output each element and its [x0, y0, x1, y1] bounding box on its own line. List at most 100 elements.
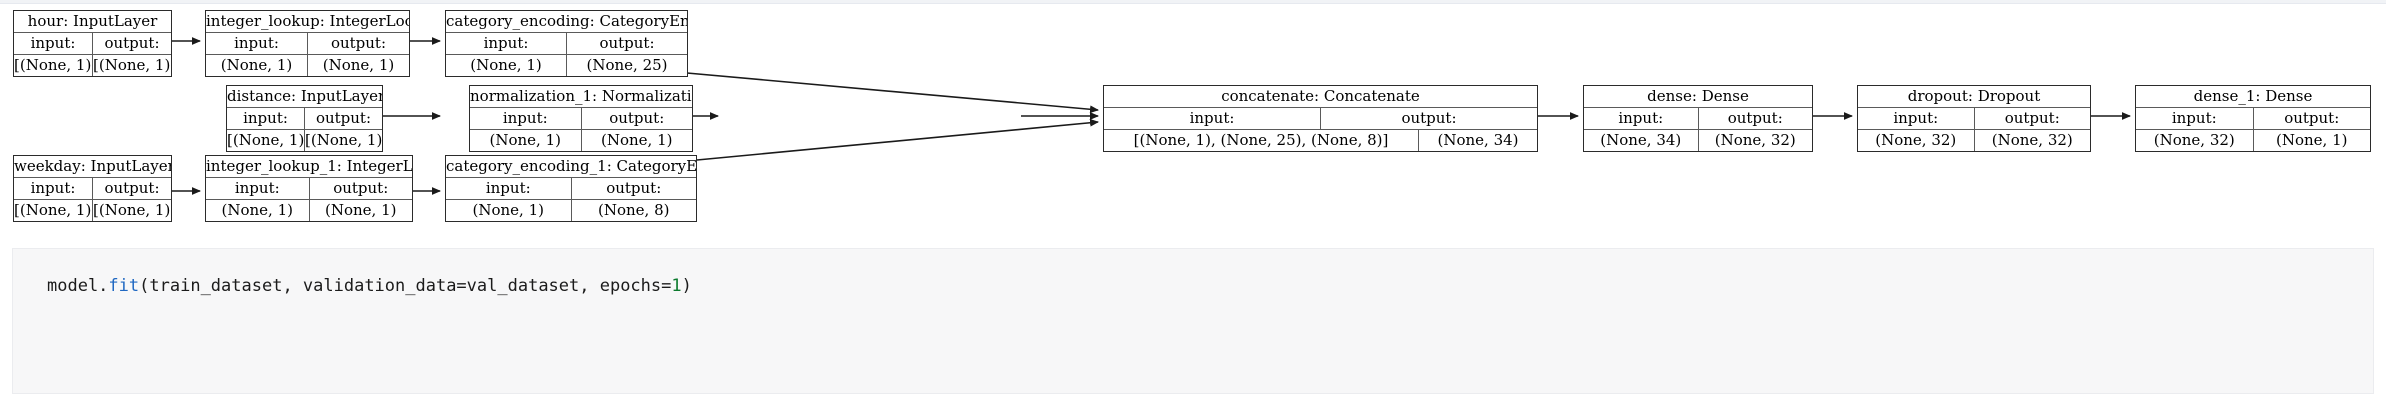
node-header-row: input: output:: [1104, 107, 1537, 130]
node-integer-lookup[interactable]: integer_lookup: IntegerLookup input: out…: [205, 10, 410, 77]
node-shape-row: (None, 32) (None, 32): [1858, 129, 2091, 151]
node-title: category_encoding: CategoryEncoding: [446, 11, 687, 33]
input-label: input:: [30, 178, 76, 197]
node-title: category_encoding_1: CategoryEncoding: [446, 156, 696, 178]
node-shape-row: (None, 34) (None, 32): [1584, 129, 1813, 151]
input-shape: [(None, 1)]: [14, 55, 92, 74]
node-title: weekday: InputLayer: [14, 156, 171, 178]
input-shape: (None, 1): [220, 55, 293, 74]
code-epochs-value: 1: [671, 276, 682, 296]
input-label: input:: [1189, 108, 1235, 127]
node-shape-row: [(None, 1)] [(None, 1)]: [227, 129, 382, 151]
input-shape: (None, 1): [470, 55, 542, 74]
node-header-row: input: output:: [14, 32, 171, 55]
node-shape-row: (None, 1) (None, 25): [446, 54, 687, 76]
input-label: input:: [234, 178, 280, 197]
output-label: output:: [1973, 107, 2091, 129]
code-line[interactable]: model.fit(train_dataset, validation_data…: [47, 275, 692, 297]
node-integer-lookup-1[interactable]: integer_lookup_1: IntegerLookup input: o…: [205, 155, 413, 222]
input-shape: (None, 32): [2153, 130, 2235, 149]
output-label: output:: [566, 32, 687, 54]
output-shape: (None, 1): [580, 129, 693, 151]
node-shape-row: (None, 1) (None, 1): [206, 54, 409, 76]
node-title: integer_lookup: IntegerLookup: [206, 11, 409, 33]
node-header-row: input: output:: [1858, 107, 2091, 130]
output-label: output:: [2252, 107, 2371, 129]
node-header-row: input: output:: [1584, 107, 1813, 130]
node-shape-row: [(None, 1), (None, 25), (None, 8)] (None…: [1104, 129, 1537, 151]
output-label: output:: [580, 107, 693, 129]
model-architecture-diagram: hour: InputLayer input: output: [(None, …: [13, 10, 2371, 222]
output-shape: (None, 1): [2252, 129, 2371, 151]
input-label: input:: [243, 108, 288, 127]
output-label: output:: [307, 32, 409, 54]
input-label: input:: [30, 33, 76, 52]
output-shape: (None, 34): [1418, 129, 1537, 151]
node-title: distance: InputLayer: [227, 86, 382, 108]
node-header-row: input: output:: [2136, 107, 2371, 130]
input-label: input:: [1618, 108, 1664, 127]
node-distance[interactable]: distance: InputLayer input: output: [(No…: [226, 85, 383, 152]
output-label: output:: [304, 107, 382, 129]
output-label: output:: [92, 32, 171, 54]
output-label: output:: [308, 177, 413, 199]
node-concatenate[interactable]: concatenate: Concatenate input: output: …: [1103, 85, 1538, 152]
node-header-row: input: output:: [446, 32, 687, 55]
output-label: output:: [570, 177, 697, 199]
node-weekday[interactable]: weekday: InputLayer input: output: [(Non…: [13, 155, 172, 222]
node-header-row: input: output:: [14, 177, 171, 200]
node-normalization-1[interactable]: normalization_1: Normalization input: ou…: [469, 85, 693, 152]
code-args: train_dataset, validation_data=val_datas…: [149, 276, 672, 296]
output-shape: [(None, 1)]: [92, 199, 171, 221]
node-header-row: input: output:: [446, 177, 697, 200]
node-dropout[interactable]: dropout: Dropout input: output: (None, 3…: [1857, 85, 2091, 152]
output-shape: (None, 32): [1973, 129, 2091, 151]
input-shape: [(None, 1)]: [227, 130, 304, 149]
input-label: input:: [485, 178, 531, 197]
node-shape-row: [(None, 1)] [(None, 1)]: [14, 54, 171, 76]
node-shape-row: (None, 1) (None, 1): [470, 129, 693, 151]
node-title: dropout: Dropout: [1858, 86, 2090, 108]
input-shape: (None, 1): [472, 200, 544, 219]
output-label: output:: [92, 177, 171, 199]
node-title: hour: InputLayer: [14, 11, 171, 33]
input-shape: (None, 1): [221, 200, 293, 219]
input-label: input:: [234, 33, 279, 52]
node-category-encoding[interactable]: category_encoding: CategoryEncoding inpu…: [445, 10, 688, 77]
input-shape: (None, 34): [1600, 130, 1682, 149]
cell-top-divider: [0, 0, 2386, 4]
node-title: concatenate: Concatenate: [1104, 86, 1537, 108]
node-header-row: input: output:: [206, 32, 409, 55]
code-cell[interactable]: model.fit(train_dataset, validation_data…: [12, 248, 2374, 394]
output-shape: (None, 8): [570, 199, 697, 221]
output-shape: [(None, 1)]: [92, 54, 171, 76]
node-category-encoding-1[interactable]: category_encoding_1: CategoryEncoding in…: [445, 155, 697, 222]
node-hour[interactable]: hour: InputLayer input: output: [(None, …: [13, 10, 172, 77]
input-shape: (None, 32): [1875, 130, 1957, 149]
output-label: output:: [1320, 107, 1537, 129]
node-title: integer_lookup_1: IntegerLookup: [206, 156, 412, 178]
node-header-row: input: output:: [470, 107, 693, 130]
output-shape: (None, 32): [1697, 129, 1813, 151]
node-header-row: input: output:: [227, 107, 382, 130]
node-title: dense_1: Dense: [2136, 86, 2370, 108]
output-shape: [(None, 1)]: [304, 129, 382, 151]
output-label: output:: [1697, 107, 1813, 129]
node-dense-1[interactable]: dense_1: Dense input: output: (None, 32)…: [2135, 85, 2371, 152]
code-prefix: model.: [47, 276, 109, 296]
input-shape: [(None, 1)]: [14, 200, 92, 219]
node-title: normalization_1: Normalization: [470, 86, 692, 108]
input-label: input:: [1893, 108, 1939, 127]
input-label: input:: [502, 108, 548, 127]
node-shape-row: (None, 1) (None, 1): [206, 199, 413, 221]
node-header-row: input: output:: [206, 177, 413, 200]
input-shape: [(None, 1), (None, 25), (None, 8)]: [1133, 130, 1389, 149]
input-label: input:: [2171, 108, 2217, 127]
node-shape-row: [(None, 1)] [(None, 1)]: [14, 199, 171, 221]
node-shape-row: (None, 1) (None, 8): [446, 199, 697, 221]
node-dense[interactable]: dense: Dense input: output: (None, 34) (…: [1583, 85, 1813, 152]
code-close-paren: ): [681, 276, 692, 296]
output-shape: (None, 1): [308, 199, 413, 221]
code-open-paren: (: [139, 276, 150, 296]
input-shape: (None, 1): [489, 130, 561, 149]
